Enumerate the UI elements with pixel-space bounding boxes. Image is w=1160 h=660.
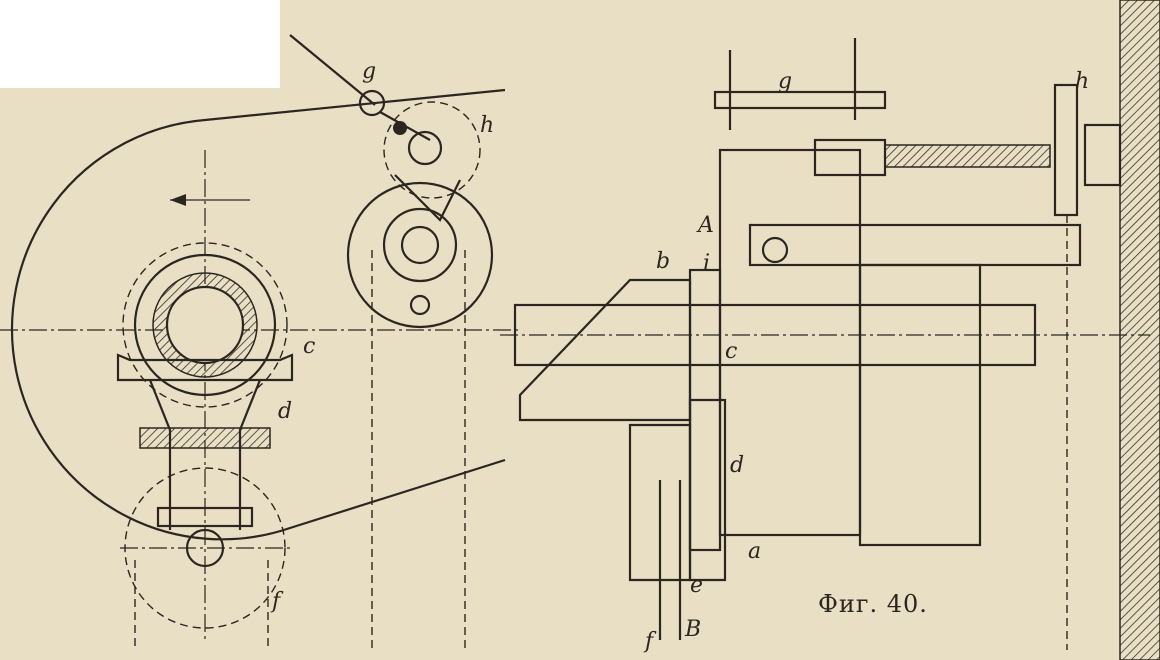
rod-g: [713, 90, 887, 110]
bearing-outer: [133, 253, 277, 397]
blank-corner: [0, 0, 280, 88]
bearing-outer-dashed: [122, 242, 288, 408]
label-d-left: d: [278, 399, 292, 424]
bleed-through-text: [290, 10, 1120, 160]
label-c-right: c: [725, 339, 737, 364]
wheel-h-hub: [407, 130, 443, 166]
wall: [1119, 0, 1160, 660]
clutch-plate: [688, 268, 722, 552]
shaft: [165, 285, 245, 365]
support-e: [628, 423, 692, 582]
label-c-left: c: [303, 334, 315, 359]
wheel-h-side: [1053, 83, 1079, 217]
drum-extension: [858, 263, 982, 547]
lever-g: [289, 34, 376, 106]
pawl-arm: [379, 111, 431, 141]
figure-caption: Фиг. 40.: [818, 590, 928, 618]
hanger-crossbar: [139, 427, 271, 449]
chain-wheel-rim: [382, 207, 458, 283]
label-a: a: [748, 539, 761, 564]
rack-screw: [884, 144, 1051, 168]
rotation-arrowhead: [170, 194, 186, 206]
chain-wheel-housing: [346, 181, 494, 329]
bracket-arm: [394, 174, 461, 222]
chain-wheel-hub: [400, 225, 440, 265]
label-B: B: [684, 617, 701, 642]
lower-rod: [748, 223, 1082, 267]
wheel-h-dashed: [383, 101, 481, 199]
label-f-left: f: [270, 589, 284, 614]
label-h-left: h: [480, 113, 494, 138]
hanger-lower-bar: [156, 506, 254, 528]
label-b: b: [656, 249, 670, 274]
bracket-base: [518, 278, 692, 422]
lever-g-pivot: [358, 89, 386, 117]
right-view-labels: g h A b i c d a e f B: [643, 69, 1089, 654]
label-f-right: f: [643, 629, 657, 654]
label-h-right: h: [1075, 69, 1089, 94]
right-front-view: [500, 0, 1160, 660]
wall-bracket: [1083, 123, 1122, 187]
clamp-c: [116, 353, 294, 382]
drum-outline: [10, 88, 506, 541]
rack-clamp: [813, 138, 887, 177]
label-d-right: d: [730, 453, 744, 478]
label-g-left: g: [362, 59, 376, 84]
label-e: e: [690, 573, 703, 598]
label-A: A: [696, 213, 714, 238]
label-g-right: g: [778, 69, 792, 94]
left-view-labels: g h c d f: [270, 59, 494, 614]
label-i: i: [703, 251, 710, 276]
lower-rod-bolt: [761, 236, 789, 264]
left-side-view: [0, 34, 520, 650]
chain-sprocket-B: [658, 480, 682, 640]
housing-bolt: [409, 294, 431, 316]
